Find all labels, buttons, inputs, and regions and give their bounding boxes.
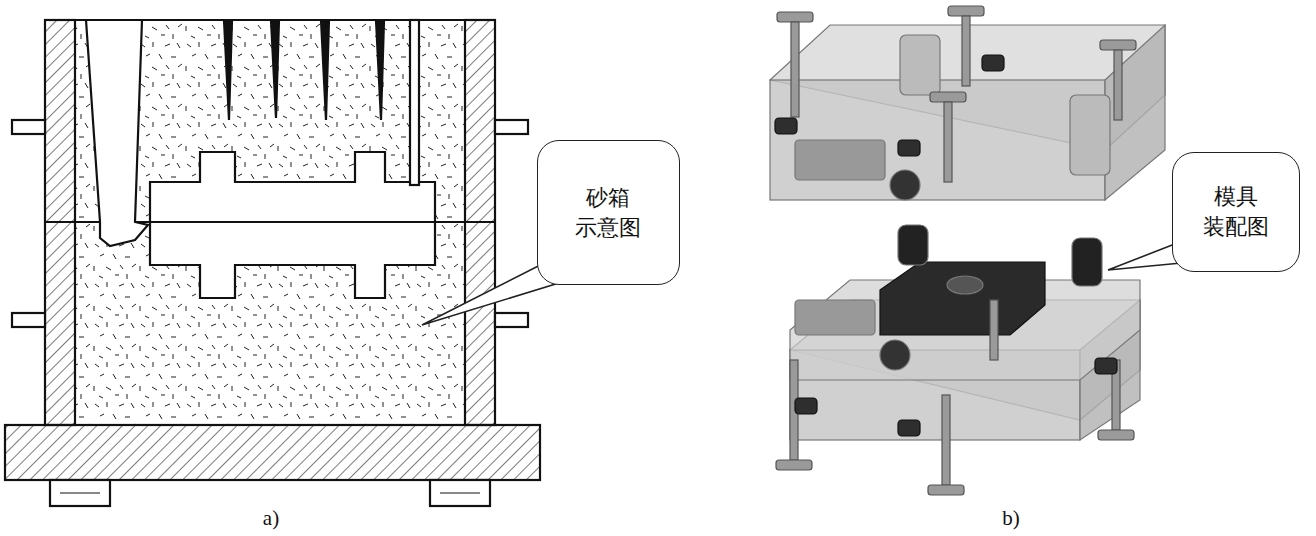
mould-assembly xyxy=(770,6,1165,495)
sand-flask xyxy=(5,20,540,506)
callout-bubble: 砂箱 示意图 xyxy=(537,140,680,285)
callout-text: 模具 装配图 xyxy=(1201,182,1271,241)
callout-bubble: 模具 装配图 xyxy=(1172,152,1300,272)
figure-label: a) xyxy=(263,506,279,531)
callout-text: 砂箱 示意图 xyxy=(573,183,643,242)
figure-label: b) xyxy=(1002,506,1020,531)
